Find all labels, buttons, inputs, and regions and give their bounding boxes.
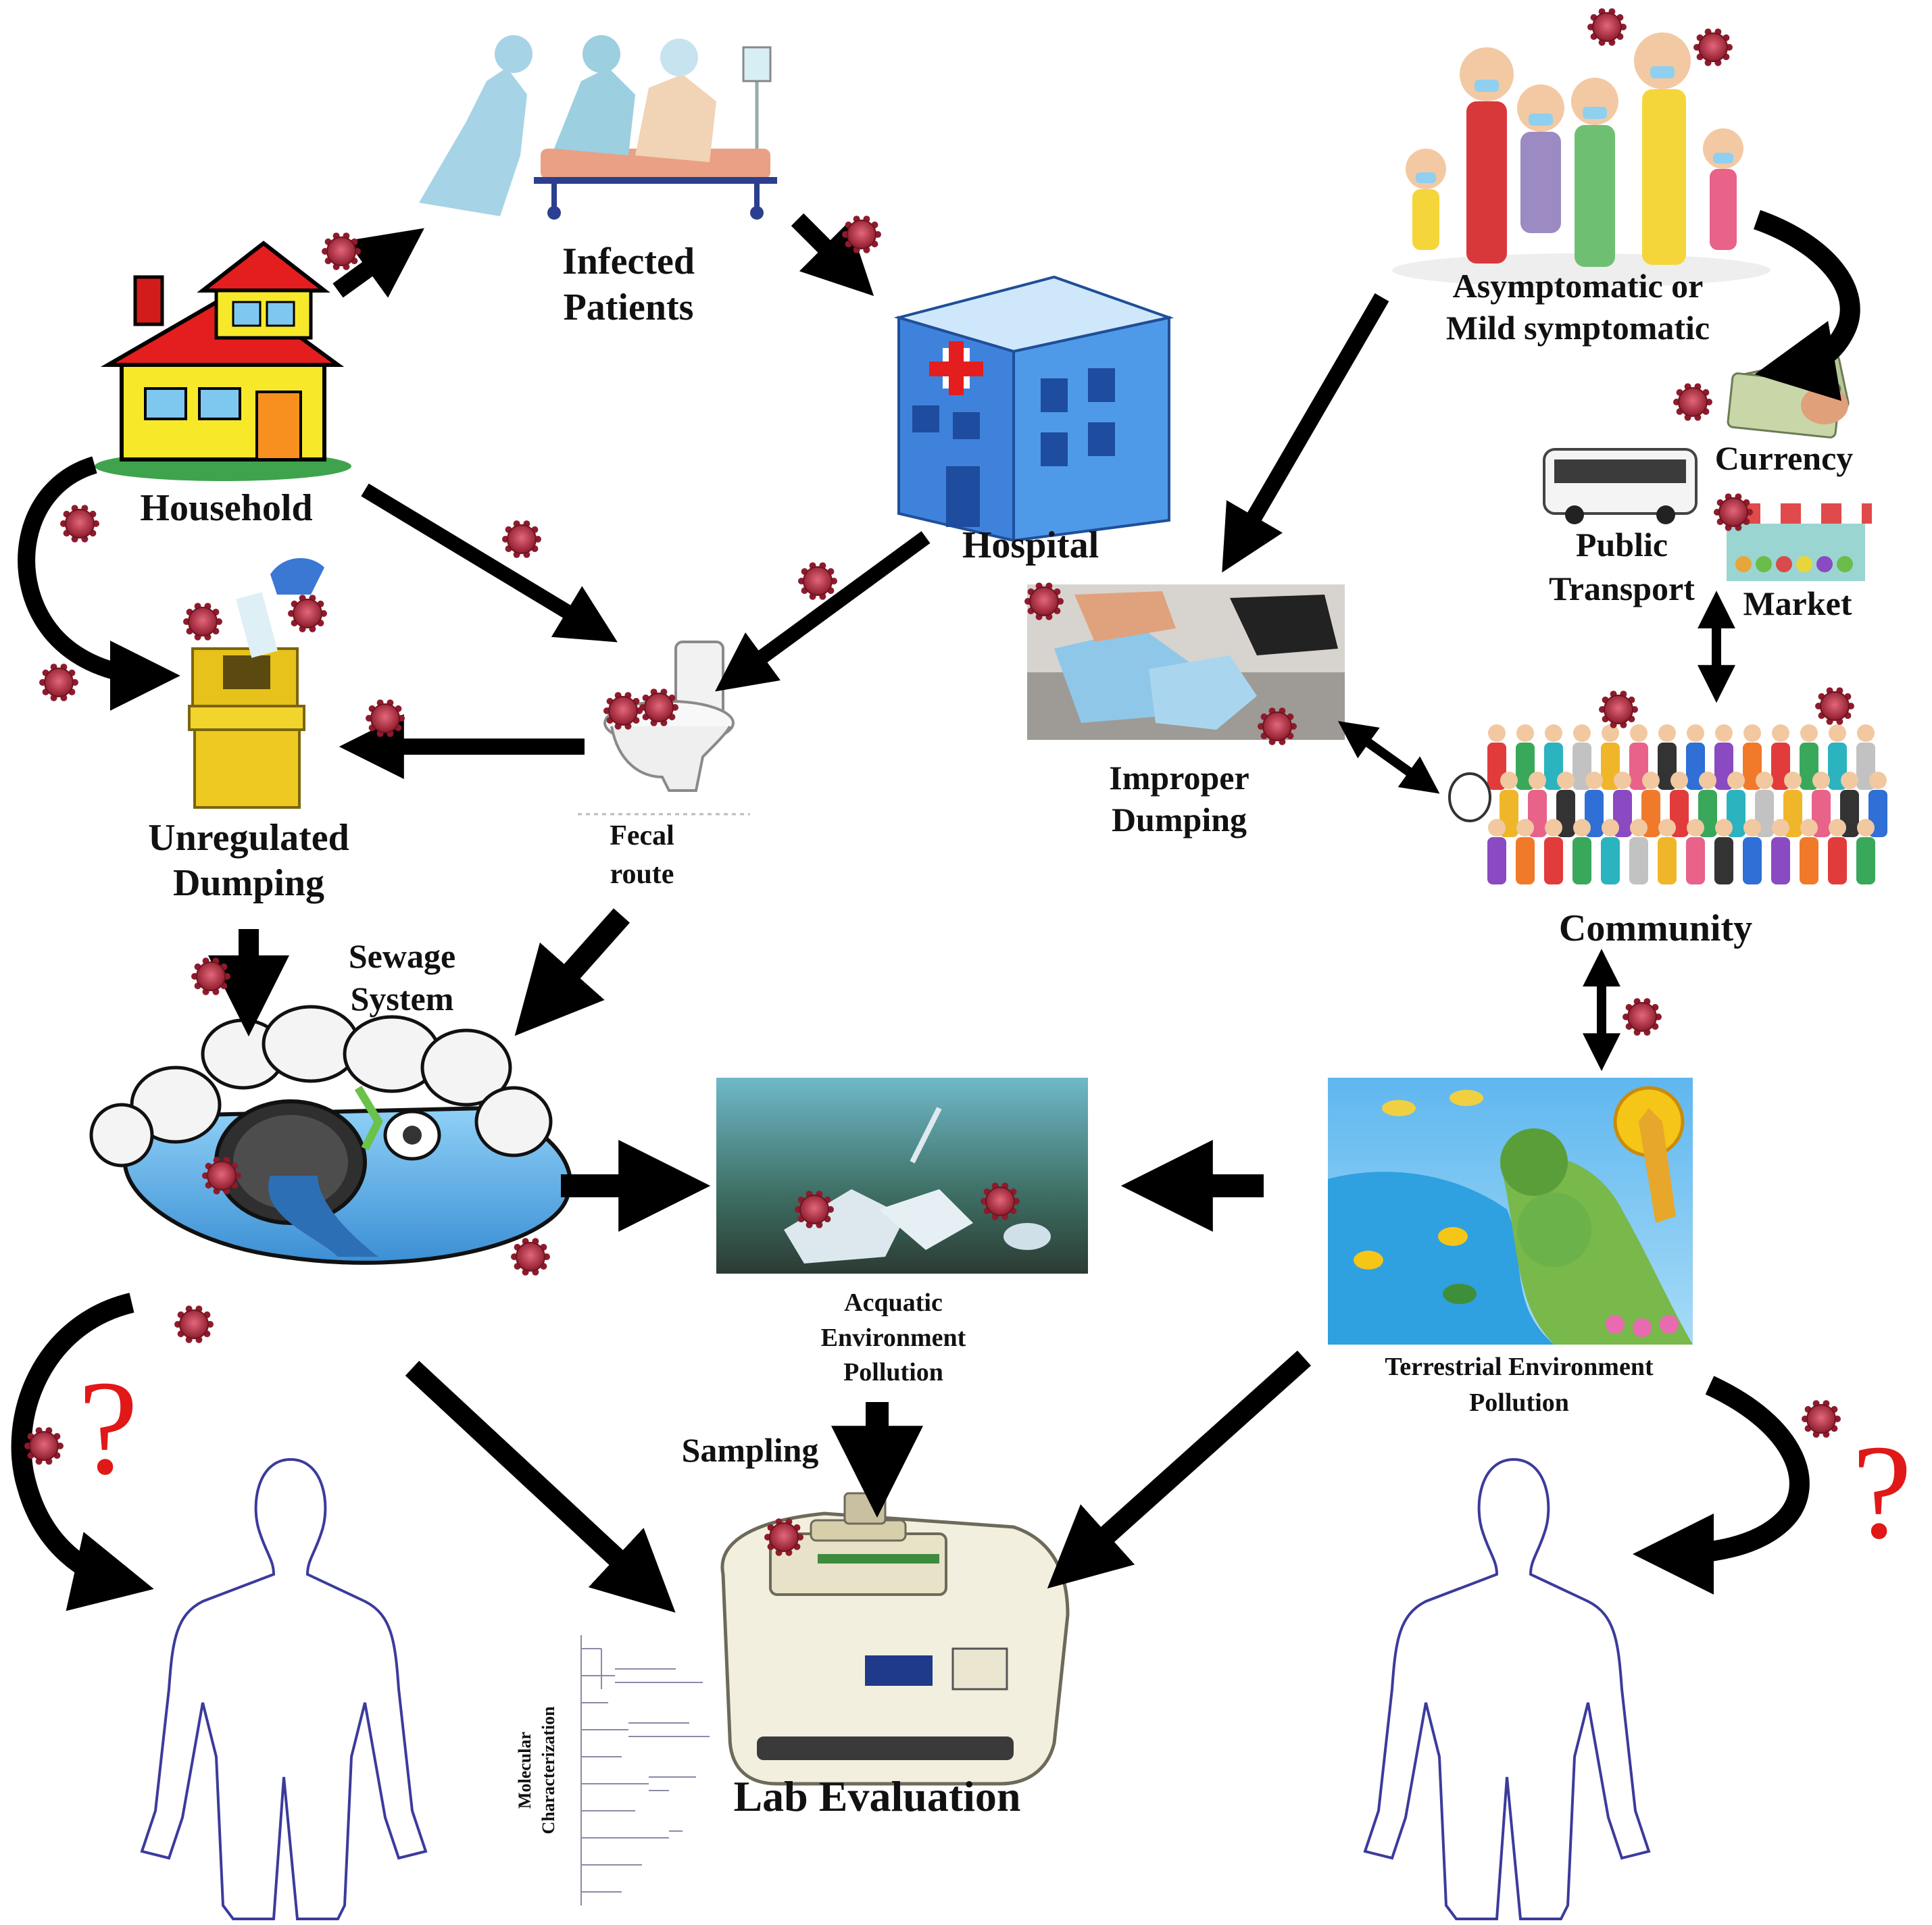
sampling-label: Sampling [682, 1431, 819, 1469]
fecal-route-label-line1: Fecal [610, 820, 674, 851]
aquatic-label-line1: Acquatic [844, 1289, 943, 1317]
masks-waste-icon [1027, 584, 1345, 740]
aquatic-label-line2: Environment [821, 1324, 966, 1352]
improper-dumping-label-line2: Dumping [1112, 801, 1247, 839]
virus-icon [366, 699, 405, 737]
public-transport-label-line1: Public [1576, 526, 1668, 564]
virus-icon [795, 1191, 834, 1228]
underwater-waste-icon [716, 1078, 1088, 1274]
virus-markers [24, 8, 1854, 1556]
arrow-sewage-to-human-left [11, 1293, 154, 1611]
arrow-terrestrial-to-lab [1047, 1350, 1312, 1589]
virus-icon [1587, 8, 1627, 46]
asymptomatic-label-line2: Mild symptomatic [1446, 309, 1710, 347]
arrow-patients-to-hospital [791, 213, 874, 297]
arrow-dumping-community [1337, 721, 1440, 794]
virus-icon [511, 1238, 550, 1276]
virus-icon [1258, 707, 1297, 745]
virus-icon [1673, 383, 1712, 421]
virus-icon [502, 520, 541, 558]
question-mark-right: ? [1852, 1418, 1912, 1567]
sewage-system-label-line2: System [351, 980, 454, 1018]
virus-icon [288, 595, 327, 632]
virus-icon [764, 1518, 803, 1556]
sewage-pipe-icon [89, 1005, 572, 1265]
flow-arrows [11, 209, 1860, 1613]
phylogenetic-tree-icon [580, 1635, 710, 1905]
molecular-label-line1: Molecular [515, 1732, 535, 1809]
unregulated-dumping-label-line1: Unregulated [148, 817, 349, 859]
virus-icon [39, 664, 78, 701]
sewage-system-label-line1: Sewage [349, 937, 455, 975]
arrow-household-to-toilet [361, 483, 618, 643]
pcr-machine-icon [720, 1492, 1070, 1786]
bus-icon [1543, 448, 1698, 524]
landscape-icon [1328, 1078, 1693, 1345]
household-label: Household [140, 487, 312, 529]
public-transport-label-line2: Transport [1549, 570, 1695, 607]
human-outline-icon [140, 1457, 1651, 1920]
virus-icon [1693, 28, 1733, 66]
arrow-terrestrial-to-human-right [1633, 1376, 1810, 1595]
terrestrial-label-line1: Terrestrial Environment [1385, 1353, 1654, 1381]
patients-stretcher-icon [419, 35, 777, 220]
waste-bin-icon [188, 558, 324, 809]
virus-icon [174, 1305, 214, 1343]
unregulated-dumping-label-line2: Dumping [173, 862, 324, 904]
arrow-household-to-patients [332, 228, 424, 298]
virus-icon [191, 957, 230, 995]
market-label: Market [1743, 584, 1852, 622]
arrow-asymptomatic-to-dumping [1222, 293, 1389, 573]
virus-icon [202, 1157, 241, 1195]
lab-evaluation-label: Lab Evaluation [733, 1772, 1020, 1820]
currency-label: Currency [1715, 439, 1854, 477]
virus-icon [1815, 687, 1854, 725]
virus-icon [1802, 1400, 1841, 1438]
question-mark-left: ? [78, 1353, 139, 1503]
currency-icon [1727, 354, 1850, 439]
hospital-building-icon [893, 275, 1174, 543]
molecular-label-line2: Characterization [539, 1706, 558, 1834]
virus-icon [60, 505, 99, 543]
arrow-fecal-to-sewage [514, 908, 630, 1036]
virus-icon [981, 1182, 1020, 1220]
crowd-icon [1448, 703, 1899, 899]
virus-icon [798, 562, 837, 600]
aquatic-label-line3: Pollution [843, 1358, 943, 1386]
arrow-household-to-bin [18, 456, 180, 711]
virus-icon [842, 216, 881, 253]
virus-icon [639, 689, 678, 726]
arrow-hospital-to-toilet [715, 531, 931, 692]
virus-icon [603, 692, 643, 730]
hospital-label: Hospital [962, 524, 1099, 566]
virus-icon [1714, 493, 1753, 531]
house-icon [95, 241, 351, 481]
asymptomatic-label-line1: Asymptomatic or [1453, 267, 1704, 305]
arrow-asymptomatic-to-currency [1753, 209, 1860, 401]
fecal-route-label-line2: route [610, 859, 674, 890]
toilet-icon [578, 641, 750, 816]
virus-icon [1623, 998, 1662, 1036]
infected-patients-label-line2: Patients [564, 286, 694, 328]
infected-patients-label-line1: Infected [562, 241, 695, 282]
arrow-sewage-to-lab [405, 1361, 676, 1613]
community-label: Community [1559, 907, 1752, 949]
terrestrial-label-line2: Pollution [1469, 1389, 1569, 1417]
virus-icon [1599, 691, 1638, 728]
virus-icon [183, 603, 222, 641]
virus-icon [1024, 582, 1064, 620]
virus-icon [322, 232, 361, 270]
virus-icon [24, 1427, 64, 1465]
family-masked-icon [1392, 32, 1770, 287]
improper-dumping-label-line1: Improper [1109, 759, 1249, 797]
